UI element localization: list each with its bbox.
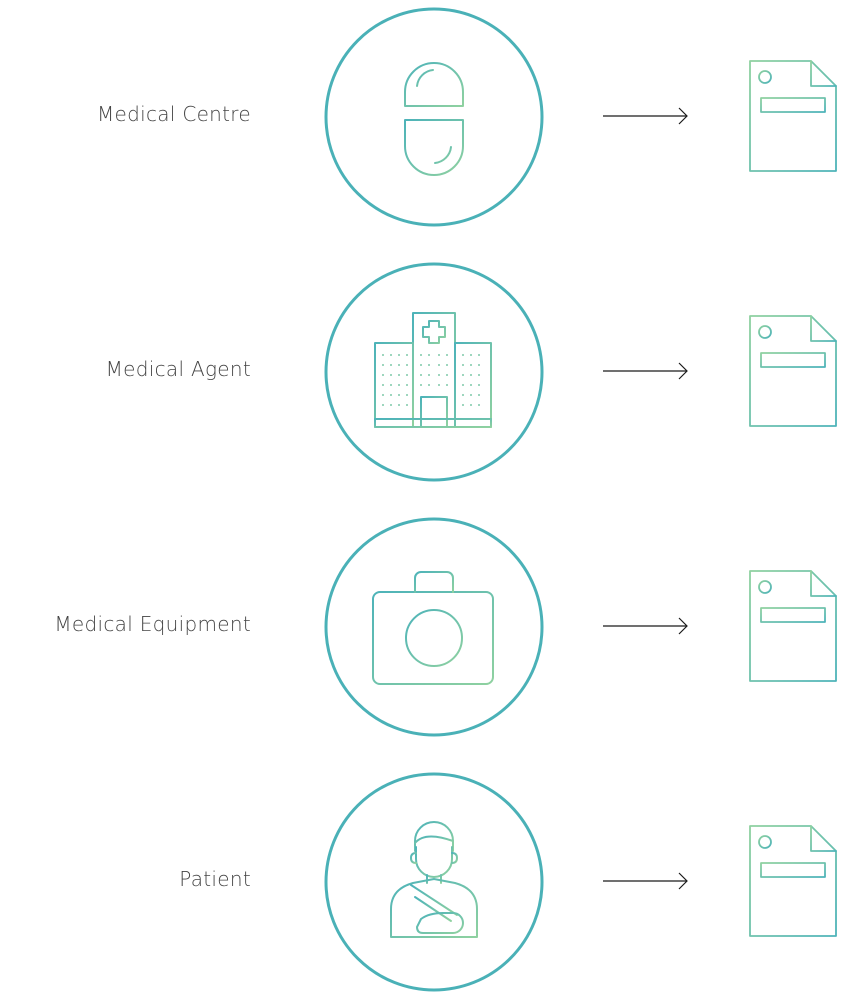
arrow-right-icon (603, 362, 688, 380)
icon-circle (324, 517, 544, 737)
flow-row-patient: Patient (0, 771, 858, 993)
first-aid-kit-icon (372, 571, 494, 685)
document-icon (749, 825, 837, 937)
patient-icon (390, 821, 478, 938)
flow-row-medical-equipment: Medical Equipment (0, 516, 858, 738)
arrow-right-icon (603, 617, 688, 635)
arrow-right-icon (603, 107, 688, 125)
row-label: Medical Equipment (54, 612, 251, 636)
document-icon (749, 570, 837, 682)
flow-row-medical-agent: Medical Agent (0, 261, 858, 483)
icon-circle (324, 262, 544, 482)
capsule-icon (404, 62, 464, 176)
row-label: Medical Centre (96, 102, 251, 126)
document-icon (749, 315, 837, 427)
flow-row-medical-centre: Medical Centre (0, 6, 858, 228)
hospital-icon (374, 312, 492, 428)
row-label: Patient (179, 867, 251, 891)
row-label: Medical Agent (105, 357, 251, 381)
icon-circle (324, 7, 544, 227)
arrow-right-icon (603, 872, 688, 890)
document-icon (749, 60, 837, 172)
icon-circle (324, 772, 544, 992)
